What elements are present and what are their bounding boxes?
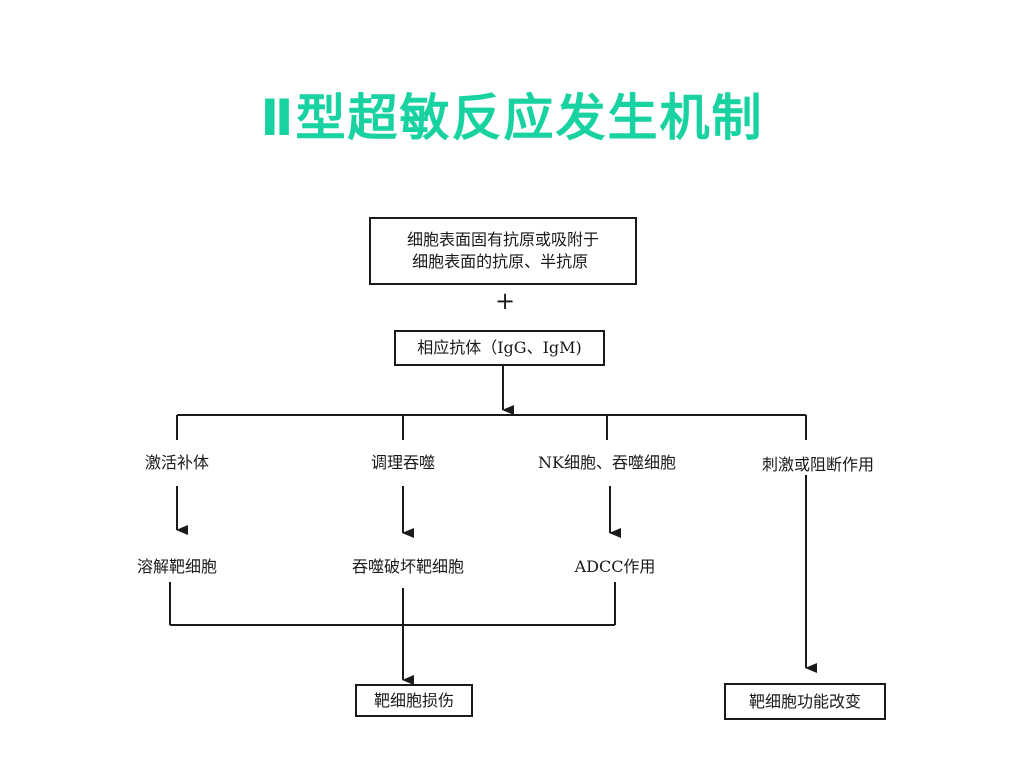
antigen-box: 细胞表面固有抗原或吸附于 细胞表面的抗原、半抗原 [369, 217, 637, 285]
page-title: Ⅱ型超敏反应发生机制 [260, 89, 764, 147]
plus-sign: + [494, 287, 516, 315]
outcome-adcc: ADCC作用 [574, 557, 656, 576]
outcome-lysis: 溶解靶细胞 [136, 557, 218, 576]
branch-complement: 激活补体 [144, 453, 210, 472]
function-change-text: 靶细胞功能改变 [748, 691, 861, 711]
antigen-box-text: 细胞表面固有抗原或吸附于 细胞表面的抗原、半抗原 [406, 230, 599, 271]
target-damage-text: 靶细胞损伤 [373, 690, 454, 710]
branch-opsonization: 调理吞噬 [370, 453, 436, 472]
outcome-phagocytosis: 吞噬破坏靶细胞 [351, 557, 465, 576]
branch-nk: NK细胞、吞噬细胞 [538, 453, 676, 472]
antibody-box-text: 相应抗体（IgG、IgM) [417, 338, 582, 357]
branch-stimulate: 刺激或阻断作用 [761, 455, 875, 474]
target-damage-box: 靶细胞损伤 [355, 684, 473, 717]
antibody-box: 相应抗体（IgG、IgM) [394, 330, 605, 366]
function-change-box: 靶细胞功能改变 [724, 683, 886, 720]
